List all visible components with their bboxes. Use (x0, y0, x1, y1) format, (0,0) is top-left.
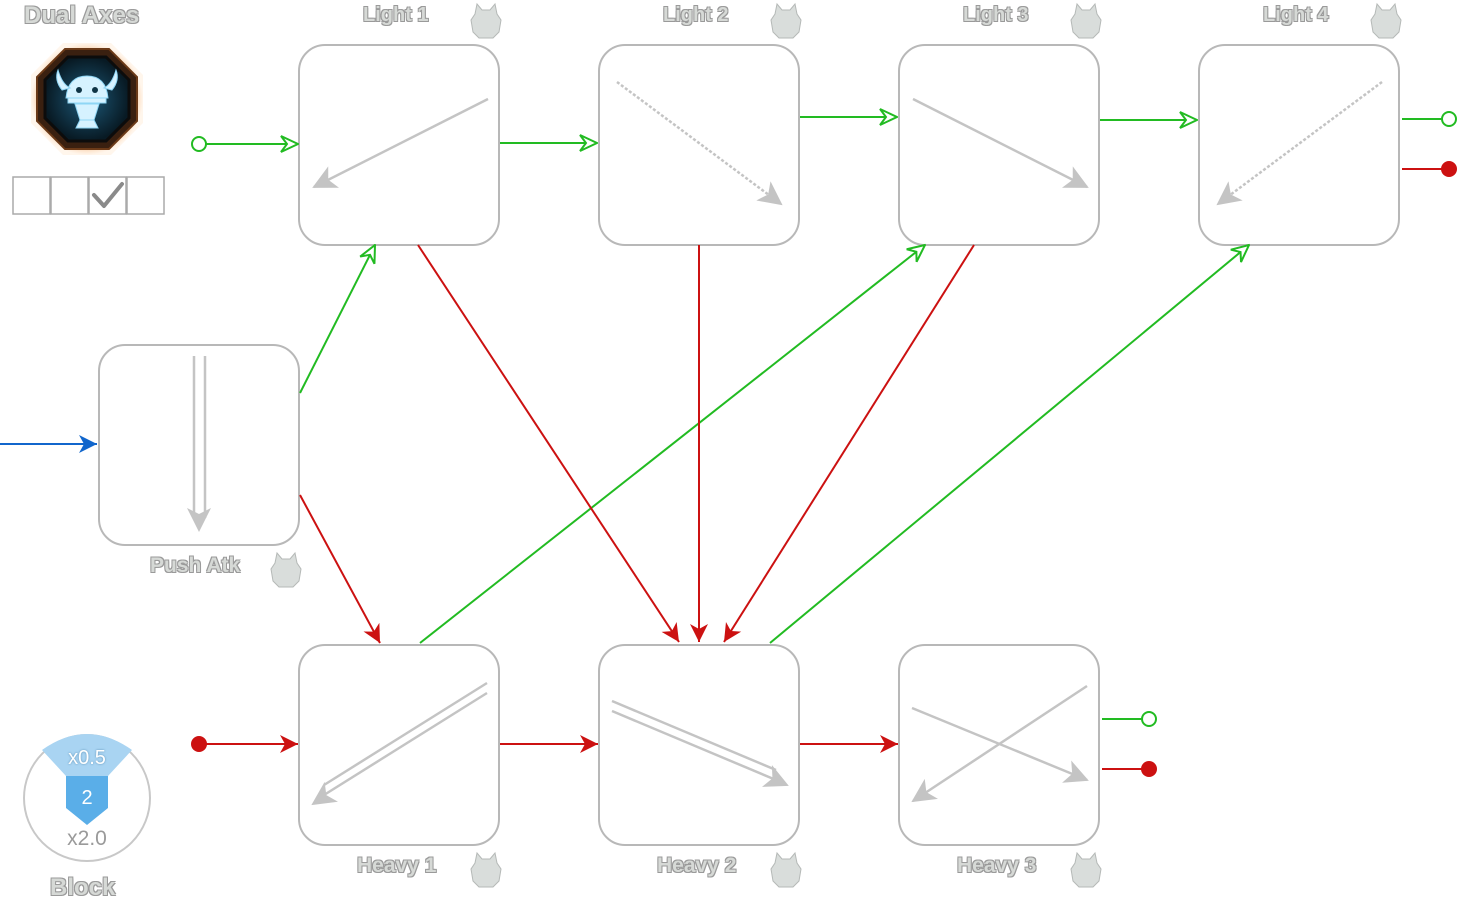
node-label-light-2: Light 2 (663, 4, 729, 26)
direction-arrow-light-3 (912, 97, 1089, 189)
block-center-value: 2 (81, 787, 93, 809)
link-push-heavy-1 (299, 494, 381, 644)
end-node-heavy-3-heavy (1141, 761, 1157, 777)
direction-arrow-light-2 (616, 80, 783, 206)
node-label-light-4: Light 4 (1263, 4, 1329, 26)
node-push-attack (98, 344, 300, 546)
viking-helmet-icon (31, 43, 143, 155)
direction-arrow-heavy-3 (911, 684, 1089, 803)
checkmark-icon (92, 182, 124, 208)
node-label-heavy-2: Heavy 2 (657, 854, 737, 877)
node-label-light-3: Light 3 (963, 4, 1029, 26)
node-light-3 (898, 44, 1100, 246)
stamina-icon-light-1 (470, 2, 502, 39)
block-shield (66, 776, 108, 825)
node-label-light-1: Light 1 (363, 4, 429, 26)
node-heavy-1 (298, 644, 500, 846)
end-node-light-4-heavy (1441, 161, 1457, 177)
end-node-heavy-3-light (1141, 711, 1157, 727)
stamina-icon-heavy-2 (770, 851, 802, 888)
link-light-1-heavy-2 (417, 244, 680, 643)
direction-arrow-light-4 (1216, 80, 1383, 206)
block-label: Block (50, 874, 116, 901)
direction-arrow-heavy-2 (611, 699, 789, 787)
block-top-value: x0.5 (68, 747, 106, 769)
end-node-light-4 (1441, 111, 1457, 127)
node-light-4 (1198, 44, 1400, 246)
block-indicator (23, 734, 151, 862)
node-heavy-2 (598, 644, 800, 846)
direction-arrow-light-1 (312, 97, 489, 189)
start-node-light (191, 136, 207, 152)
block-top-band (42, 734, 132, 776)
stamina-icon-heavy-1 (470, 851, 502, 888)
node-label-heavy-3: Heavy 3 (957, 854, 1037, 877)
stamina-icon-push (270, 551, 302, 588)
link-heavy-2-light-4 (769, 245, 1249, 644)
node-light-2 (598, 44, 800, 246)
link-light-3-heavy-2 (723, 244, 975, 643)
stamina-icon-light-4 (1370, 2, 1402, 39)
link-heavy-1-light-3 (419, 245, 925, 644)
node-label-heavy-1: Heavy 1 (357, 854, 437, 877)
block-bottom-value: x2.0 (67, 827, 107, 850)
stamina-icon-heavy-3 (1070, 851, 1102, 888)
node-label-push: Push Atk (150, 554, 241, 577)
stamina-icon-light-3 (1070, 2, 1102, 39)
weapon-title: Dual Axes (24, 2, 140, 29)
direction-arrow-push (187, 356, 211, 532)
start-node-heavy (191, 736, 207, 752)
stamina-icon-light-2 (770, 2, 802, 39)
weapon-slots (12, 176, 166, 221)
direction-arrow-heavy-1 (311, 681, 488, 806)
link-push-light-1 (299, 245, 375, 394)
